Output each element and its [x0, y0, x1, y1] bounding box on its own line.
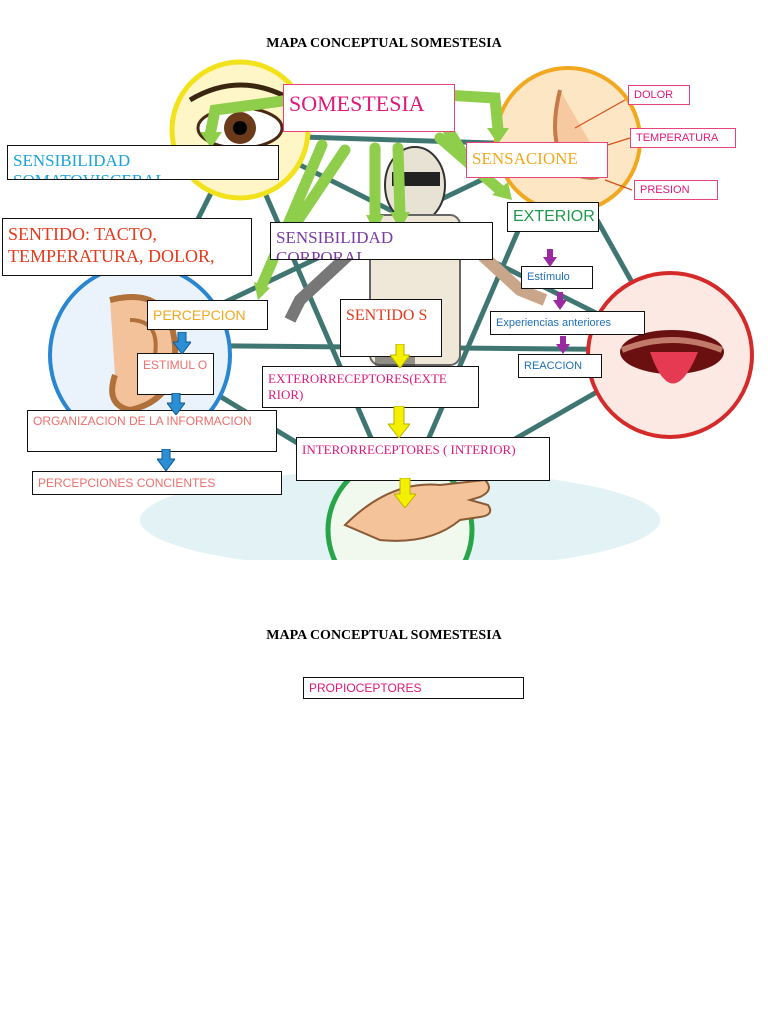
green-arrow-heads [200, 128, 512, 300]
nose-circle [494, 66, 642, 214]
node-sensibilidad-somatoviceral: SENSIBILIDAD SOMATOVISCERAL [7, 145, 279, 180]
node-reaccion: REACCION [518, 354, 602, 378]
node-estimulo-right: Estímulo [521, 266, 593, 289]
arrow-down-purple-1 [543, 249, 557, 267]
page-title-top: MAPA CONCEPTUAL SOMESTESIA [266, 36, 502, 51]
node-estimulo-left: ESTIMUL O [137, 353, 214, 395]
arrow-down-yellow-3 [394, 478, 416, 508]
node-presion: PRESION [634, 180, 718, 200]
node-exterior: EXTERIOR [507, 202, 599, 232]
node-dolor: DOLOR [628, 85, 690, 105]
arrow-down-blue-1 [173, 332, 191, 354]
mouth-circle [586, 271, 754, 439]
node-sentido: SENTIDO: TACTO, TEMPERATURA, DOLOR, [2, 218, 252, 276]
node-sentidos: SENTIDO S [340, 299, 442, 357]
node-percepcion: PERCEPCION [147, 300, 268, 330]
page-title-bottom: MAPA CONCEPTUAL SOMESTESIA [266, 628, 502, 643]
node-propioceptores: PROPIOCEPTORES [303, 677, 524, 699]
arrow-down-blue-3 [157, 449, 175, 471]
arrow-down-purple-3 [556, 336, 570, 354]
node-organizacion: ORGANIZACION DE LA INFORMACION [27, 410, 277, 452]
arrow-down-yellow-2 [388, 406, 410, 438]
node-somestesia: SOMESTESIA [283, 84, 455, 132]
node-temperatura: TEMPERATURA [630, 128, 736, 148]
arrow-down-yellow-1 [390, 344, 410, 368]
arrow-down-purple-2 [553, 292, 567, 310]
node-experiencias: Experiencias anteriores [490, 311, 645, 335]
node-interorreceptores: INTERORRECEPTORES ( INTERIOR) [296, 437, 550, 481]
arrow-down-blue-2 [167, 393, 185, 415]
node-sensibilidad-corporal: SENSIBILIDAD CORPORAL [270, 222, 493, 260]
node-sensaciones: SENSACIONE [466, 142, 608, 178]
node-percepciones: PERCEPCIONES CONCIENTES [32, 471, 282, 495]
node-exterorreceptores: EXTERORRECEPTORES(EXTE RIOR) [262, 366, 479, 408]
